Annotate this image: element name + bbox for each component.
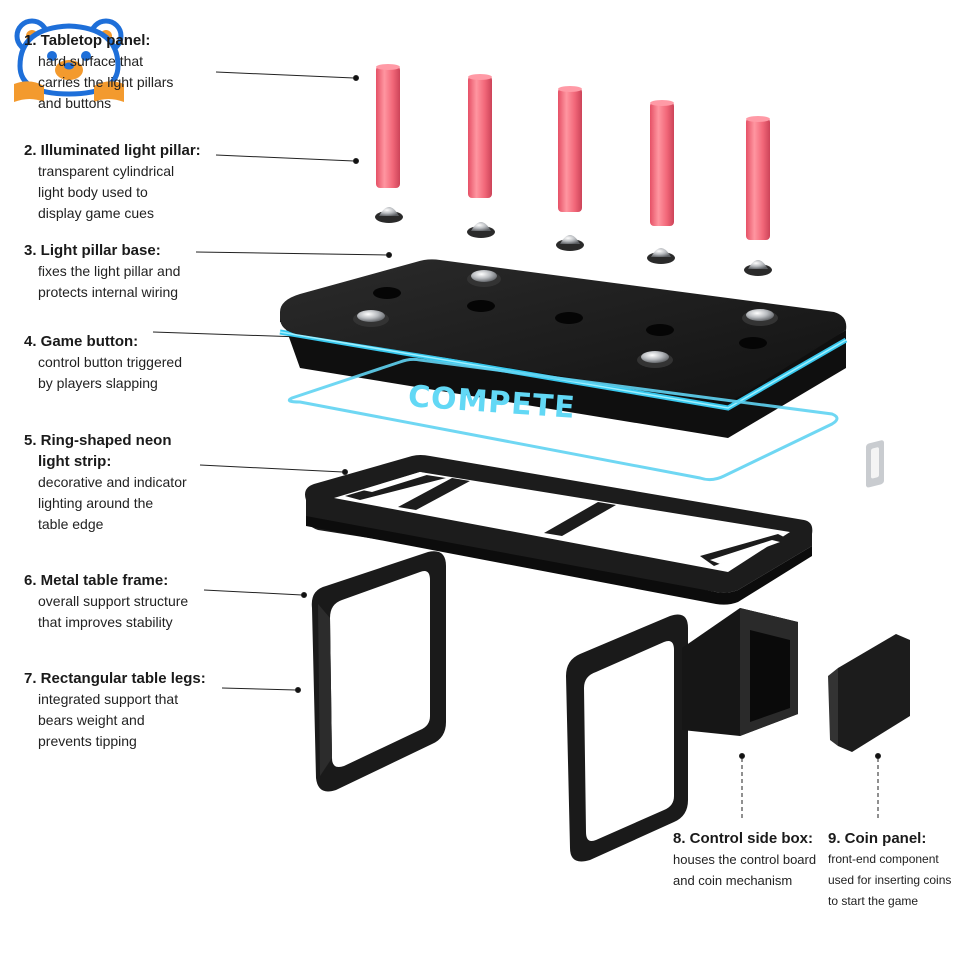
label-line: used for inserting coins	[828, 873, 952, 887]
label-line: overall support structure	[38, 593, 189, 609]
label-line: hard surface that	[38, 53, 144, 69]
control-side-box	[682, 608, 798, 736]
label-title: 7. Rectangular table legs:	[24, 670, 206, 687]
light-pillar	[376, 64, 400, 188]
label-table-legs: 7. Rectangular table legs: integrated su…	[24, 668, 244, 752]
pillar-base	[467, 222, 495, 238]
label-line: and buttons	[38, 95, 112, 111]
table-leg-right	[566, 614, 688, 862]
game-button	[637, 351, 673, 368]
pillar-base	[375, 207, 403, 223]
table-leg-left	[311, 551, 446, 792]
label-title: 3. Light pillar base:	[24, 242, 161, 259]
light-pillar	[558, 86, 582, 212]
label-line: display game cues	[38, 205, 154, 221]
label-pillar-base: 3. Light pillar base: fixes the light pi…	[24, 240, 224, 303]
label-title: 9. Coin panel:	[828, 830, 927, 847]
label-line: transparent cylindrical	[38, 163, 175, 179]
label-line: and coin mechanism	[673, 873, 793, 888]
label-line: integrated support that	[38, 691, 179, 707]
label-line: prevents tipping	[38, 733, 137, 749]
label-line: that improves stability	[38, 614, 173, 630]
label-title: 2. Illuminated light pillar:	[24, 142, 201, 159]
label-line: light body used to	[38, 184, 148, 200]
label-line: by players slapping	[38, 375, 158, 391]
bear-logo-icon	[14, 18, 124, 102]
label-title: 4. Game button:	[24, 333, 139, 350]
label-title: 8. Control side box:	[673, 830, 814, 847]
label-line: to start the game	[828, 894, 919, 908]
label-coin-panel: 9. Coin panel: front-end component used …	[828, 828, 956, 912]
tabletop-panel: COMPETE	[279, 259, 848, 438]
game-button	[467, 270, 501, 287]
label-title: 1. Tabletop panel:	[24, 32, 151, 49]
neon-light-strip	[287, 357, 839, 482]
game-button	[742, 309, 778, 326]
label-title: 5. Ring-shaped neon	[24, 432, 172, 449]
pillar-base	[556, 235, 584, 251]
pillar-bases	[375, 207, 772, 276]
light-pillar	[746, 116, 770, 240]
pillar-base	[647, 248, 675, 264]
game-button	[353, 310, 389, 327]
label-side-box: 8. Control side box: houses the control …	[673, 828, 823, 891]
panel-holes	[373, 287, 767, 349]
label-light-pillar: 2. Illuminated light pillar: transparent…	[24, 140, 234, 224]
light-pillar	[468, 74, 492, 198]
label-game-button: 4. Game button: control button triggered…	[24, 331, 224, 394]
pillar-base	[744, 260, 772, 276]
game-buttons	[353, 270, 778, 368]
label-line: control button triggered	[38, 354, 182, 370]
label-line: fixes the light pillar and	[38, 263, 181, 279]
label-line: carries the light pillars	[38, 74, 174, 90]
label-line: table edge	[38, 516, 104, 532]
label-line: lighting around the	[38, 495, 154, 511]
label-line: protects internal wiring	[38, 284, 179, 300]
label-tabletop-panel: 1. Tabletop panel: hard surface that car…	[24, 30, 224, 114]
label-table-frame: 6. Metal table frame: overall support st…	[24, 570, 224, 633]
label-line: decorative and indicator	[38, 474, 187, 490]
coin-panel-part	[828, 440, 910, 752]
label-title: 6. Metal table frame:	[24, 572, 169, 589]
light-pillars	[376, 64, 770, 240]
label-line: houses the control board	[673, 852, 817, 867]
label-line: front-end component	[828, 852, 939, 866]
label-line: bears weight and	[38, 712, 145, 728]
label-neon-strip: 5. Ring-shaped neon light strip: decorat…	[24, 430, 224, 535]
label-title-cont: light strip:	[38, 453, 112, 470]
light-pillar	[650, 100, 674, 226]
metal-table-frame	[305, 455, 813, 605]
